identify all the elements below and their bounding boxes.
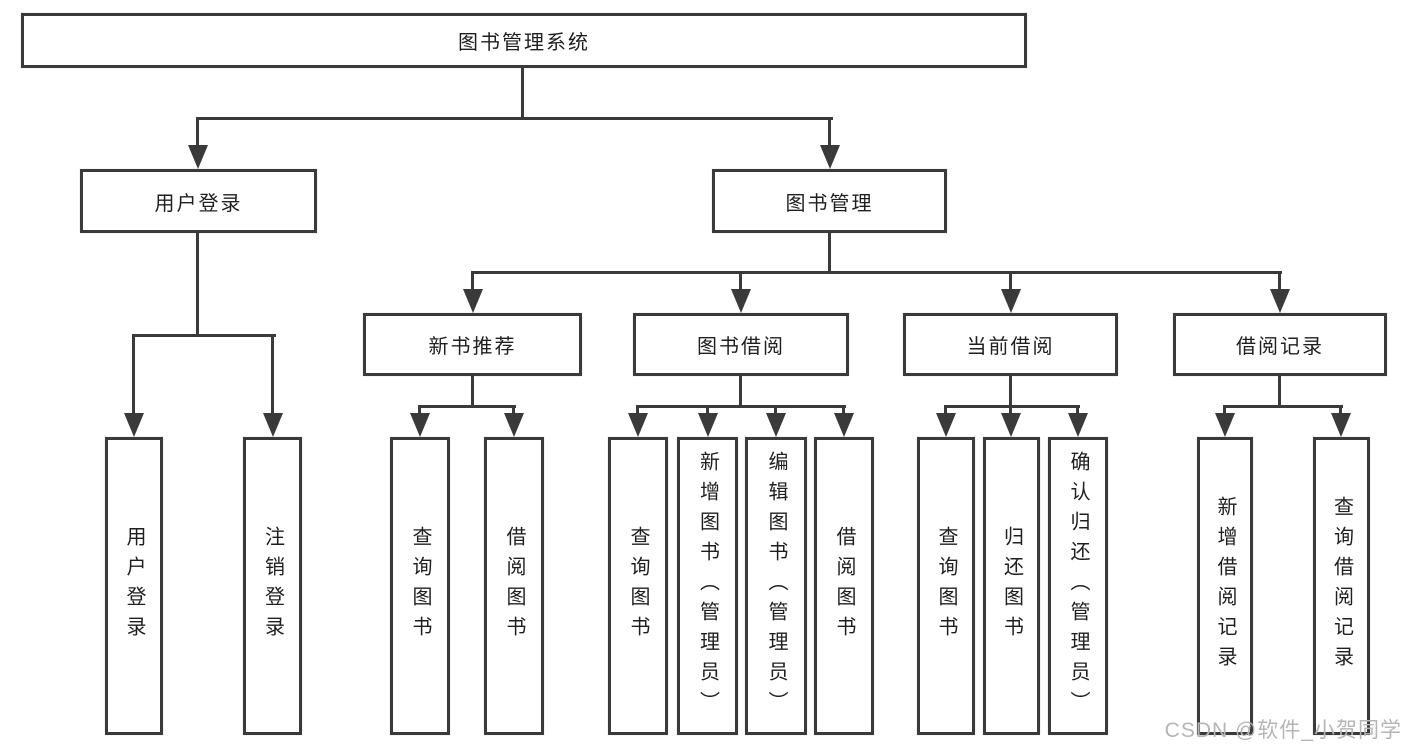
node-label: 当前借阅 xyxy=(966,336,1055,358)
node-label: 查询图书 xyxy=(627,526,649,646)
node-edit-books-admin: 编辑图书（管理员） xyxy=(745,437,807,735)
node-label: 查询图书 xyxy=(409,526,431,646)
node-query-books-1: 查询图书 xyxy=(390,437,450,735)
node-label: 归还图书 xyxy=(1000,526,1023,646)
node-user-login-leaf: 用户登录 xyxy=(105,437,163,735)
node-label: 图书管理系统 xyxy=(458,32,590,54)
arrow-down-icon xyxy=(123,334,144,437)
node-label: 借阅图书 xyxy=(503,526,525,646)
connector-line xyxy=(1278,376,1281,407)
node-label: 确认归还（管理员） xyxy=(1067,451,1089,721)
arrow-down-icon xyxy=(833,405,854,437)
arrow-down-icon xyxy=(1214,405,1235,437)
node-logout: 注销登录 xyxy=(243,437,302,735)
node-add-borrow-record: 新增借阅记录 xyxy=(1197,437,1253,735)
node-library-management-system: 图书管理系统 xyxy=(21,13,1027,68)
connector-line xyxy=(132,334,276,337)
node-borrowing-records: 借阅记录 xyxy=(1173,313,1387,376)
connector-line xyxy=(521,68,524,119)
node-confirm-return-admin: 确认归还（管理员） xyxy=(1048,437,1108,735)
node-label: 新增借阅记录 xyxy=(1214,496,1236,676)
node-query-borrow-record: 查询借阅记录 xyxy=(1313,437,1370,735)
node-add-books-admin: 新增图书（管理员） xyxy=(677,437,738,735)
arrow-down-icon xyxy=(187,117,208,169)
connector-line xyxy=(828,233,831,273)
node-label: 查询图书 xyxy=(935,526,957,646)
connector-line xyxy=(1009,376,1012,407)
node-book-management: 图书管理 xyxy=(712,169,947,233)
node-label: 借阅图书 xyxy=(833,526,855,646)
node-current-borrowing: 当前借阅 xyxy=(903,313,1118,376)
arrow-down-icon xyxy=(1000,271,1021,313)
node-label: 图书管理 xyxy=(785,192,874,215)
connector-line xyxy=(944,405,1080,408)
arrow-down-icon xyxy=(765,405,786,437)
node-new-book-recommendation: 新书推荐 xyxy=(363,313,582,376)
arrow-down-icon xyxy=(1000,405,1021,437)
node-borrow-books-2: 借阅图书 xyxy=(814,437,874,735)
arrow-down-icon xyxy=(697,405,718,437)
node-label: 新书推荐 xyxy=(428,336,517,358)
node-borrow-books-1: 借阅图书 xyxy=(484,437,544,735)
node-label: 用户登录 xyxy=(123,526,145,646)
node-label: 注销登录 xyxy=(261,526,284,646)
connector-line xyxy=(1223,405,1343,408)
node-label: 新增图书（管理员） xyxy=(696,451,719,721)
arrow-down-icon xyxy=(627,405,648,437)
node-query-books-2: 查询图书 xyxy=(608,437,668,735)
arrow-down-icon xyxy=(1067,405,1088,437)
node-label: 借阅记录 xyxy=(1236,336,1324,358)
node-return-books: 归还图书 xyxy=(983,437,1040,735)
node-label: 用户登录 xyxy=(154,192,243,215)
connector-line xyxy=(636,405,846,408)
arrow-down-icon xyxy=(935,405,956,437)
connector-line xyxy=(471,376,474,407)
connector-line xyxy=(196,233,199,336)
arrow-down-icon xyxy=(503,405,524,437)
arrow-down-icon xyxy=(1269,271,1290,313)
connector-line xyxy=(739,376,742,407)
connector-line xyxy=(196,117,833,120)
node-book-borrowing: 图书借阅 xyxy=(633,313,849,376)
node-query-books-3: 查询图书 xyxy=(917,437,975,735)
connector-line xyxy=(418,405,516,408)
arrow-down-icon xyxy=(462,271,483,313)
csdn-watermark: CSDN @软件_小贺同学 xyxy=(1164,719,1402,742)
arrow-down-icon xyxy=(730,271,751,313)
connector-line xyxy=(471,271,1282,274)
node-label: 查询借阅记录 xyxy=(1330,496,1353,676)
arrow-down-icon xyxy=(819,117,840,169)
arrow-down-icon xyxy=(1330,405,1351,437)
arrow-down-icon xyxy=(409,405,430,437)
node-user-login: 用户登录 xyxy=(80,169,317,233)
arrow-down-icon xyxy=(262,334,283,437)
node-label: 图书借阅 xyxy=(697,336,785,358)
node-label: 编辑图书（管理员） xyxy=(765,451,787,721)
